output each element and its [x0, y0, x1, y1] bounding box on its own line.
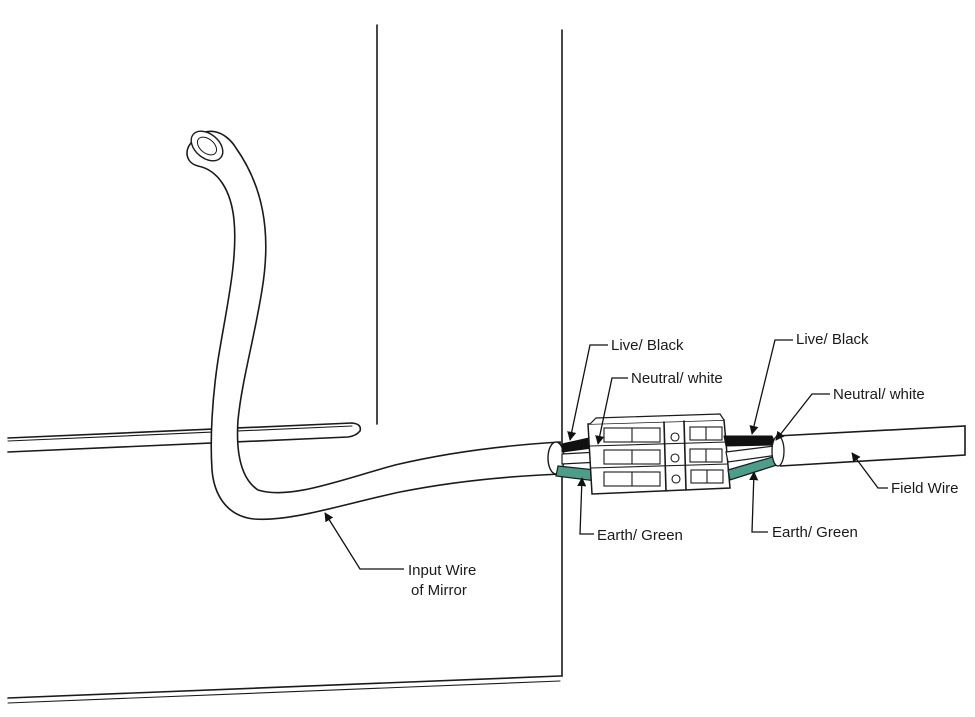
label-neutral-right: Neutral/ white [833, 386, 925, 403]
leader-live-right [749, 339, 793, 435]
lever-connector [587, 413, 731, 495]
panel-bottom-inner [7, 680, 561, 704]
leader-input-wire [324, 512, 404, 570]
label-neutral-left: Neutral/ white [631, 370, 723, 387]
label-earth-left: Earth/ Green [597, 527, 683, 544]
label-field-wire: Field Wire [891, 480, 959, 497]
panel-bottom-edge [7, 675, 563, 699]
input-wire-cable [186, 130, 563, 521]
leader-field-wire [851, 452, 888, 489]
field-live-conductor [723, 435, 777, 447]
mirror-panel [7, 24, 563, 704]
panel-ledge [7, 422, 362, 453]
leader-earth-left [577, 477, 594, 535]
field-conductors [723, 435, 781, 481]
field-wire-cable [771, 425, 966, 467]
leader-live-left [567, 344, 608, 441]
leader-neutral-left [595, 377, 628, 445]
labels: Live/ Black Neutral/ white Earth/ Green … [408, 331, 959, 599]
label-earth-right: Earth/ Green [772, 524, 858, 541]
label-input-wire-line1: Input Wire [408, 562, 476, 579]
leader-lines [324, 339, 888, 570]
leader-neutral-right [775, 393, 830, 441]
label-input-wire-line2: of Mirror [411, 582, 467, 599]
panel-ledge-inner [7, 425, 353, 442]
leader-earth-right [749, 471, 768, 533]
label-live-right: Live/ Black [796, 331, 869, 348]
label-live-left: Live/ Black [611, 337, 684, 354]
